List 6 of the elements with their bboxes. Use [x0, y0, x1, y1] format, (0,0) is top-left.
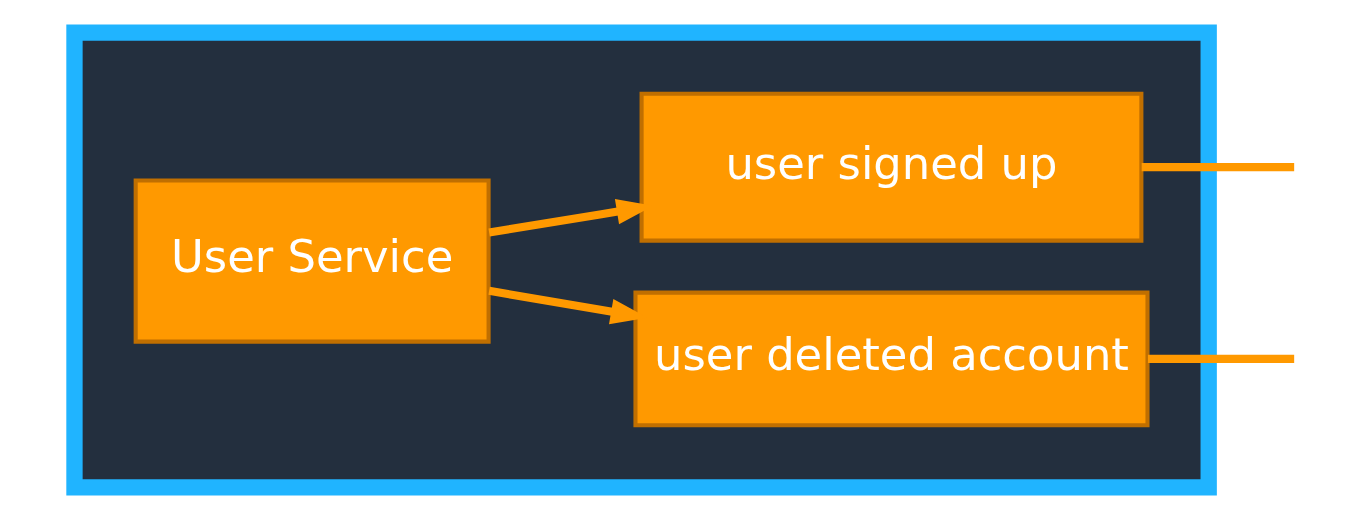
cluster	[66, 24, 1217, 496]
node-box: user signed up	[639, 91, 1144, 243]
connector	[1147, 354, 1295, 363]
node-box: User Service	[133, 178, 491, 344]
connector	[1141, 163, 1295, 172]
node-box: user deleted account	[633, 290, 1150, 428]
